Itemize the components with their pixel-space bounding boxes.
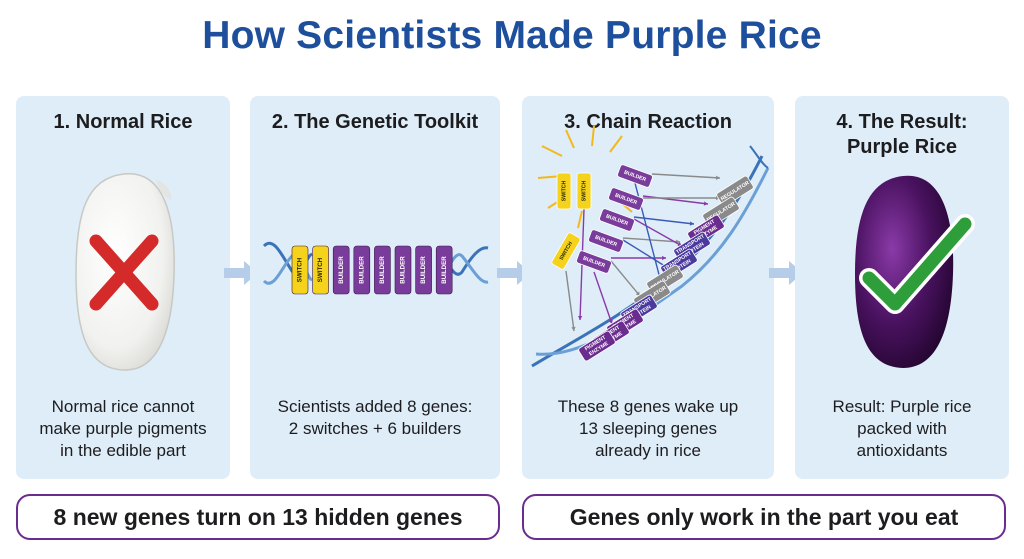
- cross-icon: [89, 234, 159, 311]
- page-title: How Scientists Made Purple Rice: [202, 14, 822, 57]
- purple-rice-grain-icon: [855, 175, 975, 368]
- activation-arrow: [622, 237, 681, 243]
- summary-box-left: 8 new genes turn on 13 hidden genes: [16, 494, 500, 540]
- gene-builder-block: BUILDER: [353, 245, 371, 295]
- gene-label: BUILDER: [441, 256, 448, 284]
- summary-box-right: Genes only work in the part you eat: [522, 494, 1006, 540]
- gene-label: BUILDER: [379, 256, 386, 284]
- panel-result: 4. The Result: Purple Rice Result: Purpl…: [795, 96, 1009, 479]
- dna-helix-icon: SWITCH SWITCH BUILDER BUILDER BUILDER BUILDER…: [262, 242, 489, 295]
- gene-builder-block: BUILDER: [374, 245, 391, 295]
- arrow-head: [715, 175, 720, 180]
- gene-builder-block: BUILDER: [332, 245, 350, 295]
- arrow-head: [571, 326, 576, 331]
- panel-heading: 4. The Result: Purple Rice: [836, 111, 968, 158]
- gene-builder-block: BUILDER: [588, 229, 624, 253]
- gene-label: BUILDER: [338, 256, 345, 284]
- activation-arrow: [593, 271, 613, 325]
- gene-builder-block: BUILDER: [576, 250, 612, 274]
- gene-label: BUILDER: [400, 256, 407, 284]
- gene-label: BUILDER: [358, 256, 365, 284]
- arrow-head: [689, 221, 694, 226]
- gene-builder-block: BUILDER: [617, 164, 653, 188]
- gene-builder-block: BUILDER: [599, 208, 635, 232]
- white-rice-grain-icon: [75, 173, 175, 371]
- gene-switch-block: SWITCH: [291, 245, 309, 295]
- gene-label: SWITCH: [297, 257, 304, 282]
- gene-label: SWITCH: [317, 257, 324, 282]
- panel-heading: 1. Normal Rice: [53, 111, 193, 133]
- arrow-head: [577, 315, 583, 320]
- arrow-head: [608, 319, 613, 324]
- panel-caption: These 8 genes wake up 13 sleeping genes …: [557, 397, 739, 460]
- arrow-head: [662, 255, 666, 261]
- panel-genetic-toolkit: 2. The Genetic Toolkit SWITCH SWITCH BUILD…: [250, 96, 500, 479]
- panel-normal-rice: 1. Normal Rice Normal rice cannot make p…: [16, 96, 230, 479]
- panel-heading: 3. Chain Reaction: [564, 111, 732, 133]
- gene-switch-block: SWITCH: [312, 245, 329, 295]
- panel-caption: Normal rice cannot make purple pigments …: [39, 397, 207, 460]
- gene-switch-block: SWITCH: [556, 172, 572, 210]
- gene-builder-block: BUILDER: [435, 245, 453, 295]
- activation-arrow: [642, 195, 709, 205]
- panel-caption: Scientists added 8 genes: 2 switches + 6…: [277, 397, 473, 438]
- gene-label: SWITCH: [581, 181, 587, 202]
- activation-arrow: [633, 216, 695, 225]
- panel-heading: 2. The Genetic Toolkit: [271, 111, 479, 133]
- activation-arrow: [610, 260, 641, 297]
- activation-arrow: [622, 239, 669, 269]
- gene-switch-block: SWITCH: [551, 232, 581, 270]
- gene-label: BUILDER: [420, 256, 427, 284]
- arrow-right-icon: [224, 261, 258, 285]
- gene-builder-block: BUILDER: [415, 245, 432, 295]
- gene-builder-block: BUILDER: [608, 187, 644, 211]
- activation-arrow: [633, 218, 683, 247]
- gene-label: SWITCH: [561, 181, 567, 202]
- activation-arrow: [651, 173, 721, 179]
- check-icon: [859, 214, 975, 314]
- gene-switch-block: SWITCH: [576, 172, 592, 210]
- arrow-right-icon: [769, 261, 803, 285]
- arrow-head: [703, 201, 708, 206]
- panel-caption: Result: Purple rice packed with antioxid…: [832, 397, 972, 460]
- gene-builder-block: BUILDER: [394, 245, 412, 295]
- activation-arrow: [565, 270, 575, 332]
